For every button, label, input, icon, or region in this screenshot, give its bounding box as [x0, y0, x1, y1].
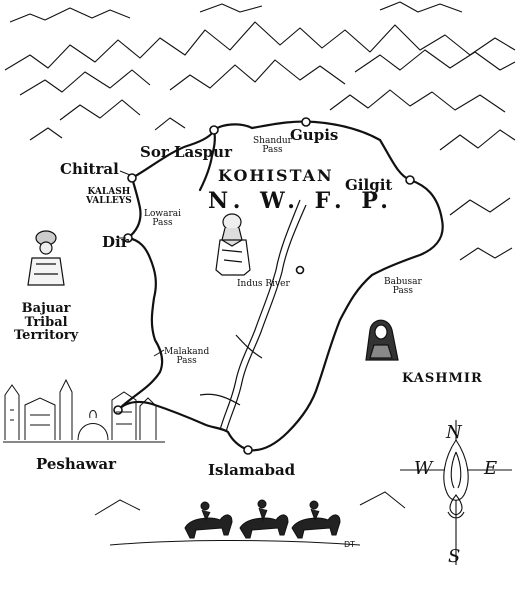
figure-tribesman-icon: [27, 230, 65, 286]
sor-laspur-label: Sor Laspur: [140, 143, 232, 161]
babusar-pass-label: Babusar Pass: [384, 277, 422, 297]
compass-rose-icon: [400, 420, 512, 565]
indus-marker: [295, 265, 305, 275]
islamabad-label: Islamabad: [208, 461, 296, 479]
indus-river-icon: [199, 199, 307, 433]
gupis-marker: [301, 117, 311, 127]
mountain-range-icon: [4, 1, 516, 261]
kashmir-label: KASHMIR: [402, 371, 483, 386]
lowarai-pass-label: Lowarai Pass: [144, 209, 182, 229]
peshawar-skyline-icon: [3, 378, 165, 443]
gilgit-marker: [405, 175, 415, 185]
bajuar-territory-label: Bajuar Tribal Territory: [14, 301, 79, 344]
horse-riders-icon: [94, 491, 406, 546]
compass-north-label: N: [446, 422, 462, 443]
malakand-pass-label: Malakand Pass: [164, 347, 210, 367]
peshawar-label: Peshawar: [36, 455, 117, 473]
province-title: N. W. F. P.: [208, 188, 394, 214]
kalash-valleys-label: KALASH VALLEYS: [86, 187, 132, 207]
artist-initials: DT: [344, 540, 356, 549]
gilgit-label: Gilgit: [345, 176, 393, 194]
label-leaders: [118, 170, 165, 357]
chitral-marker: [127, 173, 137, 183]
islamabad-marker: [243, 445, 253, 455]
compass-south-label: S: [448, 546, 461, 567]
compass-west-label: W: [414, 458, 433, 479]
sor-laspur-marker: [209, 125, 219, 135]
route-line-icon: [116, 120, 444, 452]
town-marker-icons: [113, 117, 415, 455]
shandur-pass-label: Shandur Pass: [253, 136, 292, 156]
dir-label: Dir: [102, 233, 129, 251]
region-title: KOHISTAN: [218, 166, 334, 185]
figure-bearded-man-icon: [215, 213, 251, 276]
indus-river-label: Indus River: [237, 279, 290, 289]
compass-east-label: E: [484, 458, 498, 479]
figure-veiled-woman-icon: [365, 319, 399, 361]
chitral-label: Chitral: [60, 160, 119, 178]
peshawar-marker: [113, 405, 123, 415]
gupis-label: Gupis: [290, 126, 339, 144]
